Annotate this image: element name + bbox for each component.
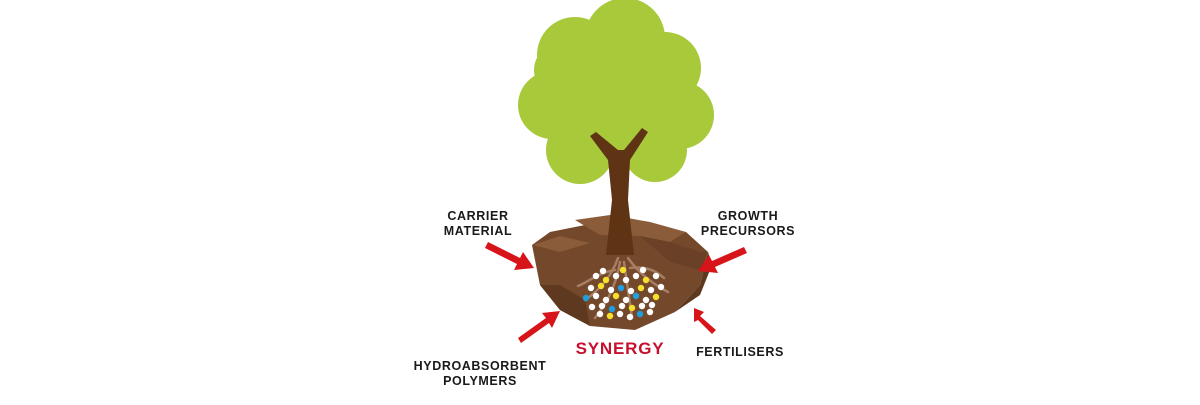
granule bbox=[619, 266, 627, 274]
granule bbox=[622, 296, 630, 304]
granule bbox=[622, 276, 630, 284]
granule bbox=[627, 287, 635, 295]
granule bbox=[636, 310, 644, 318]
red-arrow bbox=[485, 242, 747, 343]
granule bbox=[639, 266, 647, 274]
granule bbox=[602, 296, 610, 304]
granule bbox=[612, 292, 620, 300]
granule bbox=[587, 284, 595, 292]
granule bbox=[617, 284, 625, 292]
granule bbox=[602, 276, 610, 284]
granule bbox=[588, 303, 596, 311]
synergy-title: SYNERGY bbox=[575, 339, 665, 358]
granule bbox=[632, 292, 640, 300]
granule bbox=[652, 272, 660, 280]
label-carrier-material: CARRIER MATERIAL bbox=[443, 209, 513, 238]
tree-trunk bbox=[590, 128, 648, 255]
granule bbox=[612, 272, 620, 280]
granule bbox=[638, 302, 646, 310]
granule bbox=[599, 267, 607, 275]
granule bbox=[647, 286, 655, 294]
granule bbox=[598, 302, 606, 310]
granule bbox=[607, 286, 615, 294]
granule bbox=[592, 272, 600, 280]
label-fertilisers: FERTILISERS bbox=[696, 345, 784, 359]
granule bbox=[637, 284, 645, 292]
label-growth-precursors: GROWTH PRECURSORS bbox=[700, 209, 796, 238]
tree-canopy bbox=[518, 0, 714, 184]
granule bbox=[608, 305, 616, 313]
granule bbox=[642, 296, 650, 304]
granule bbox=[657, 283, 665, 291]
granule bbox=[628, 304, 636, 312]
granule bbox=[648, 301, 656, 309]
granule bbox=[652, 293, 660, 301]
granule bbox=[597, 282, 605, 290]
granule bbox=[616, 310, 624, 318]
granule bbox=[632, 272, 640, 280]
granule bbox=[618, 302, 626, 310]
granule bbox=[596, 310, 604, 318]
granule bbox=[626, 313, 634, 321]
granule bbox=[592, 292, 600, 300]
granule bbox=[582, 294, 590, 302]
granule bbox=[646, 308, 654, 316]
granule bbox=[642, 276, 650, 284]
label-hydroabsorbent-polymers: HYDROABSORBENT POLYMERS bbox=[413, 359, 547, 388]
granules bbox=[582, 266, 665, 321]
granule bbox=[606, 312, 614, 320]
